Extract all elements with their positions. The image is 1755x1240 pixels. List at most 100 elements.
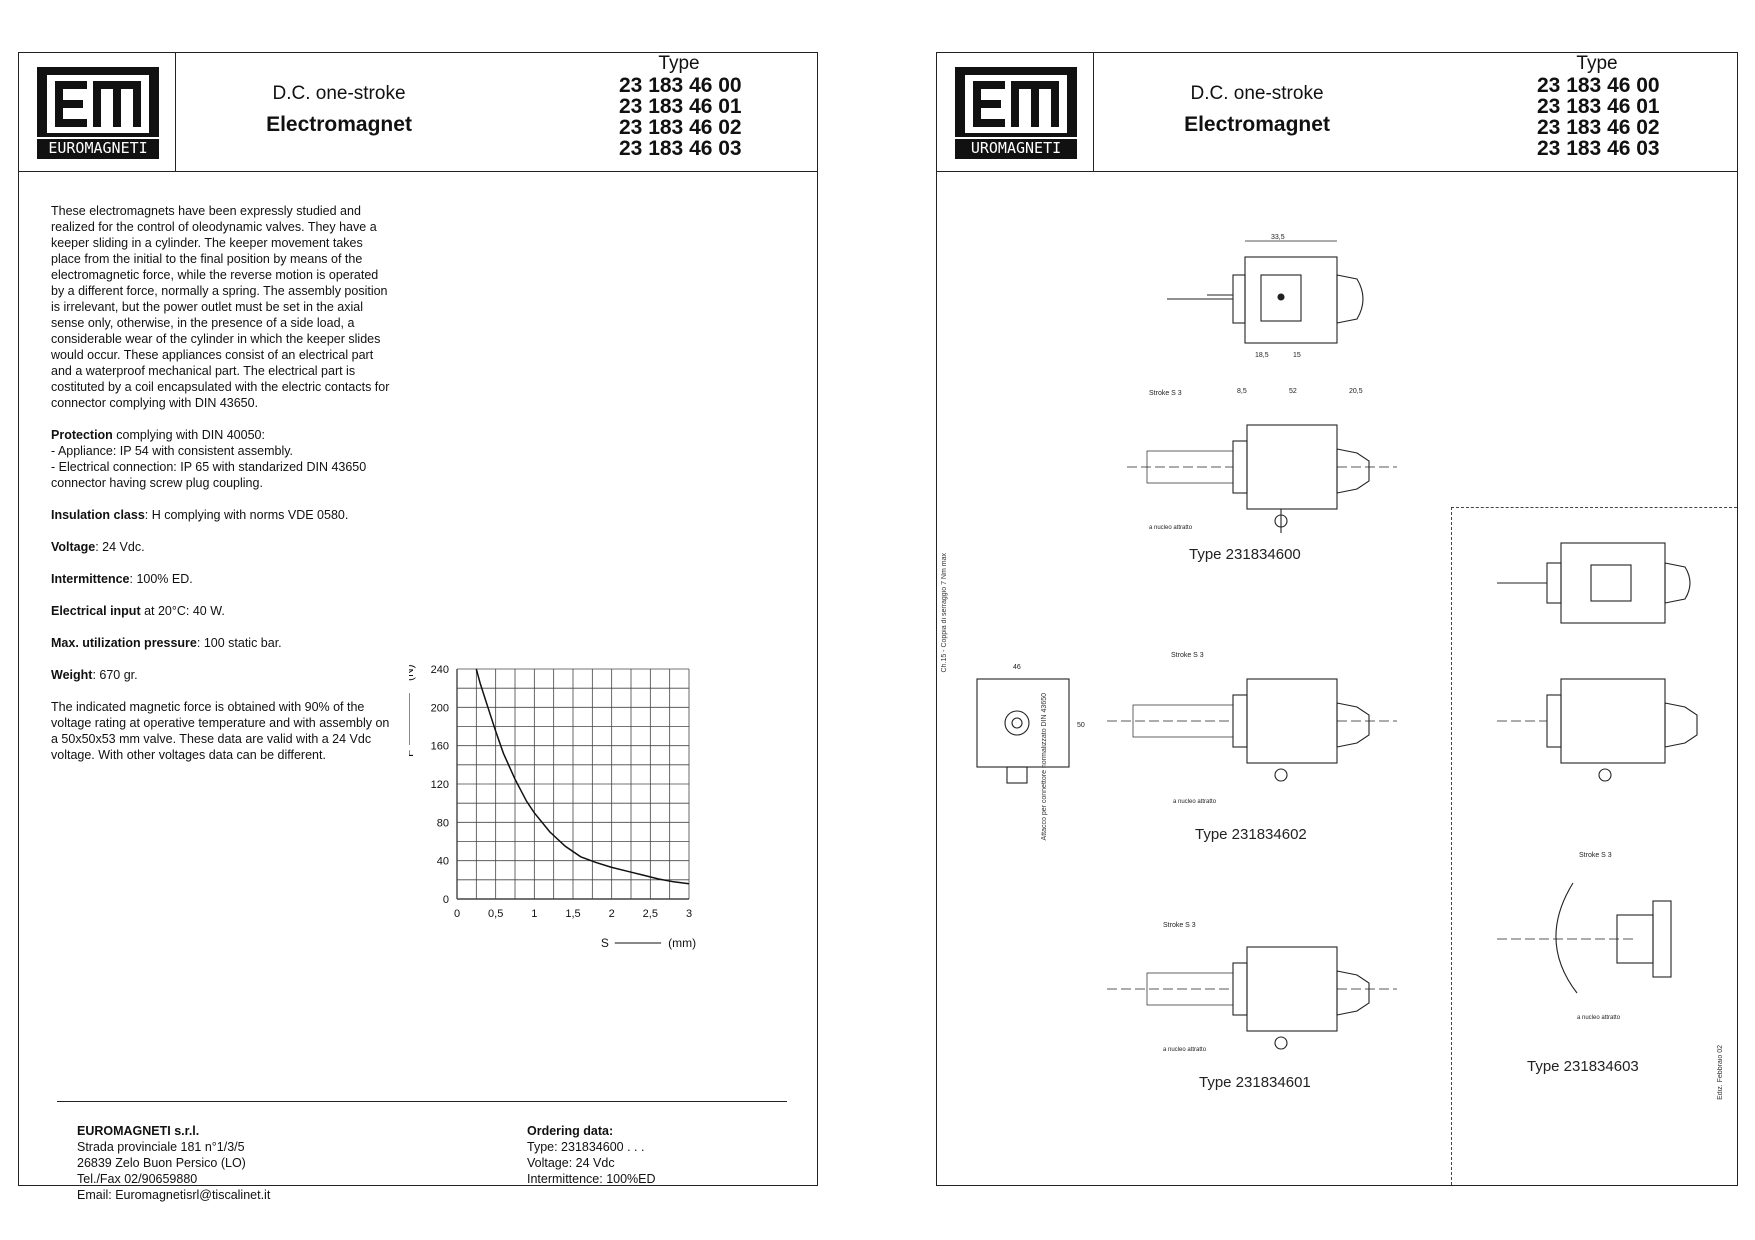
- insulation-paragraph: Insulation class: H complying with norms…: [51, 507, 391, 523]
- intermittence-text: : 100% ED.: [129, 572, 193, 586]
- x-tick-label: 0: [454, 908, 460, 920]
- header-subtitle: D.C. one-stroke: [1190, 83, 1324, 104]
- weight-label: Weight: [51, 668, 93, 682]
- euromagneti-logo: EUROMAGNETI: [37, 67, 159, 159]
- type-codes: 23 183 46 00 23 183 46 01 23 183 46 02 2…: [619, 75, 759, 159]
- header-title: Electromagnet: [266, 113, 412, 136]
- y-axis-label: F: [409, 750, 416, 757]
- x-tick-label: 2,5: [643, 908, 658, 920]
- force-stroke-chart: 0 40 80 120 160 200 240 0 0,5 1 1,5 2 2,5 3S (mm) F (N): [409, 664, 696, 950]
- x-axis-label: S: [601, 936, 609, 950]
- type-code: 23 183 46 00: [1537, 74, 1660, 97]
- dim-label: 50: [1077, 722, 1085, 729]
- page-header: UROMAGNETI D.C. one-stroke Electromagnet…: [937, 53, 1737, 172]
- logo-cell: UROMAGNETI: [937, 53, 1094, 171]
- company-name: EUROMAGNETI s.r.l.: [77, 1124, 200, 1138]
- y-tick-label: 80: [437, 817, 449, 829]
- ordering-type: Type: 231834600 . . .: [527, 1140, 645, 1154]
- page-header: EUROMAGNETI D.C. one-stroke Electromagne…: [19, 53, 817, 172]
- nucleo-label: a nucleo attratto: [1173, 799, 1217, 805]
- type-code: 23 183 46 03: [619, 137, 742, 160]
- type-code: 23 183 46 03: [1537, 137, 1660, 160]
- ordering-intermittence: Intermittence: 100%ED: [527, 1172, 656, 1186]
- weight-paragraph: Weight: 670 gr.: [51, 667, 391, 683]
- caption-type-601: Type 231834601: [1199, 1074, 1311, 1091]
- type-601-drawing: Stroke S 3 a nucleo attratto Type 231834…: [1107, 922, 1397, 1091]
- type-600-drawing: Stroke S 3 8,5 52 20,5 a nucleo attratto…: [1127, 388, 1397, 563]
- dim-label: 20,5: [1349, 388, 1363, 395]
- type-602-drawing: Stroke S 3 a nucleo attratto Type 231834…: [1107, 652, 1397, 843]
- stroke-label: Stroke S 3: [1163, 922, 1196, 929]
- pressure-paragraph: Max. utilization pressure: 100 static ba…: [51, 635, 391, 651]
- company-address: 26839 Zelo Buon Persico (LO): [77, 1156, 246, 1170]
- y-axis-unit: (N): [409, 664, 416, 681]
- x-tick-label: 3: [686, 908, 692, 920]
- euromagneti-logo: UROMAGNETI: [955, 67, 1077, 159]
- type-code: 23 183 46 01: [1537, 95, 1660, 118]
- company-address: Strada provinciale 181 n°1/3/5: [77, 1140, 245, 1154]
- type-code: 23 183 46 00: [619, 74, 742, 97]
- dim-label: 52: [1289, 388, 1297, 395]
- voltage-text: : 24 Vdc.: [95, 540, 145, 554]
- nucleo-label: a nucleo attratto: [1149, 525, 1193, 531]
- ordering-voltage: Voltage: 24 Vdc: [527, 1156, 615, 1170]
- logo-cell: EUROMAGNETI: [19, 53, 176, 171]
- torque-note: Ch.15 - Coppia di serraggio 7 Nm max: [941, 553, 948, 673]
- note-paragraph: The indicated magnetic force is obtained…: [51, 700, 390, 762]
- caption-type-602: Type 231834602: [1195, 826, 1307, 843]
- input-label: Electrical input: [51, 604, 141, 618]
- y-tick-label: 0: [443, 894, 449, 906]
- company-info: EUROMAGNETI s.r.l. Strada provinciale 18…: [77, 1123, 270, 1203]
- protection-line: - Electrical connection: IP 65 with stan…: [51, 460, 367, 490]
- caption-type-600: Type 231834600: [1189, 546, 1301, 563]
- y-tick-label: 120: [431, 779, 449, 791]
- type-code: 23 183 46 02: [1537, 116, 1660, 139]
- datasheet-page-right: UROMAGNETI D.C. one-stroke Electromagnet…: [936, 52, 1738, 1186]
- type-label: Type: [658, 53, 700, 74]
- y-tick-label: 240: [431, 664, 449, 676]
- y-tick-label: 200: [431, 702, 449, 714]
- top-view-drawing: 33,5 18,5 15: [1167, 234, 1364, 359]
- x-tick-label: 2: [609, 908, 615, 920]
- logo-text: UROMAGNETI: [955, 137, 1077, 157]
- voltage-label: Voltage: [51, 540, 96, 554]
- dim-label: 15: [1293, 352, 1301, 359]
- dim-label: 33,5: [1271, 234, 1285, 241]
- protection-label: Protection: [51, 428, 113, 442]
- company-email: Email: Euromagnetisrl@tiscalinet.it: [77, 1188, 271, 1202]
- edition-note: Ediz. Febbraio 02: [1717, 1045, 1724, 1100]
- stroke-label: Stroke S 3: [1171, 652, 1204, 659]
- stroke-label: Stroke S 3: [1579, 852, 1612, 859]
- dim-label: 18,5: [1255, 352, 1269, 359]
- type-code: 23 183 46 01: [619, 95, 742, 118]
- intermittence-label: Intermittence: [51, 572, 130, 586]
- insulation-label: Insulation class: [51, 508, 145, 522]
- input-text: at 20°C: 40 W.: [140, 604, 225, 618]
- x-tick-label: 1: [531, 908, 537, 920]
- logo-text: EUROMAGNETI: [37, 137, 159, 157]
- company-phone: Tel./Fax 02/90659880: [77, 1172, 198, 1186]
- y-tick-label: 160: [431, 741, 449, 753]
- x-tick-label: 0,5: [488, 908, 503, 920]
- insulation-text: : H complying with norms VDE 0580.: [144, 508, 349, 522]
- datasheet-page-left: EUROMAGNETI D.C. one-stroke Electromagne…: [18, 52, 818, 1202]
- logo-mark: [965, 75, 1067, 133]
- weight-text: : 670 gr.: [92, 668, 138, 682]
- intro-paragraph: These electromagnets have been expressly…: [51, 204, 390, 410]
- stroke-label: Stroke S 3: [1149, 390, 1182, 397]
- side-view-drawing: 46 50: [976, 664, 1085, 784]
- protection-paragraph: Protection complying with DIN 40050: - A…: [51, 427, 391, 491]
- dim-label: 46: [1013, 664, 1021, 671]
- description-text: These electromagnets have been expressly…: [51, 203, 391, 779]
- nucleo-label: a nucleo attratto: [1163, 1047, 1207, 1053]
- y-tick-label: 40: [437, 856, 449, 868]
- input-paragraph: Electrical input at 20°C: 40 W.: [51, 603, 391, 619]
- x-axis-unit: (mm): [668, 936, 696, 950]
- header-title: Electromagnet: [1184, 113, 1330, 136]
- voltage-paragraph: Voltage: 24 Vdc.: [51, 539, 391, 555]
- x-tick-label: 1,5: [565, 908, 580, 920]
- connector-note: Attacco per connettore normalizzato DIN …: [1041, 693, 1048, 841]
- ordering-title: Ordering data:: [527, 1124, 614, 1138]
- footer-divider: [57, 1101, 787, 1102]
- intermittence-paragraph: Intermittence: 100% ED.: [51, 571, 391, 587]
